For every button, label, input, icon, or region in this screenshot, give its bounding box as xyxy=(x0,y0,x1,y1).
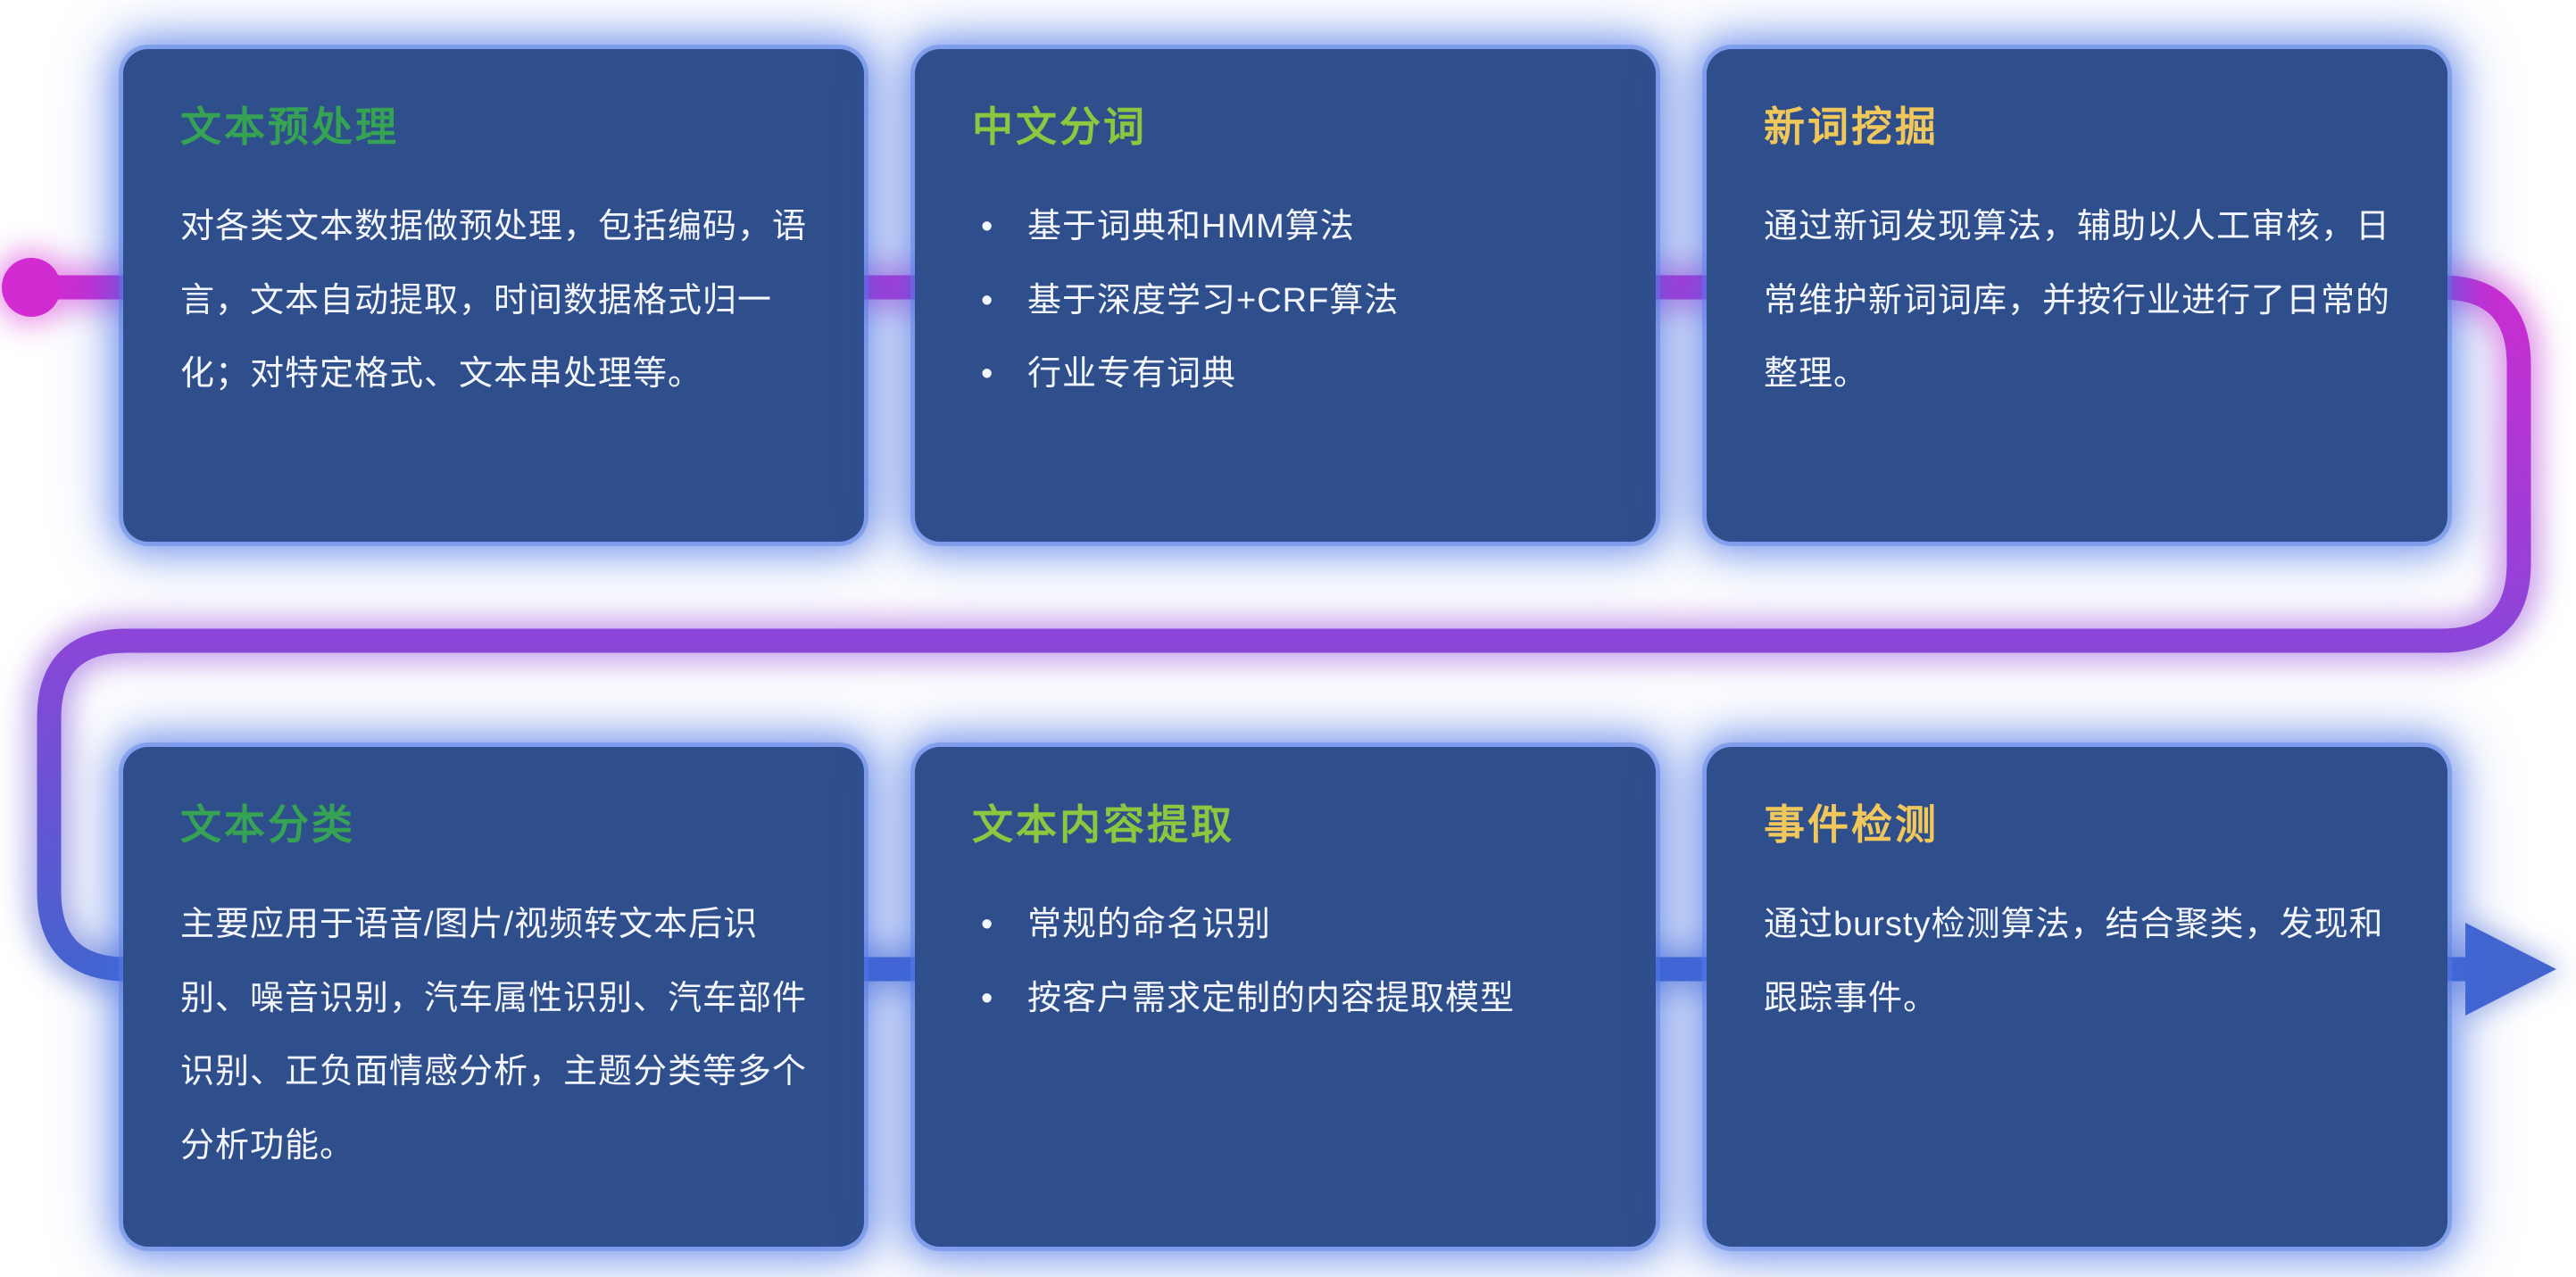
card-title: 新词挖掘 xyxy=(1764,104,1939,150)
card-new-word-mining: 新词挖掘 通过新词发现算法，辅助以人工审核，日常维护新词词库，并按行业进行了日常… xyxy=(1707,49,2447,542)
card-body: 主要应用于语音/图片/视频转文本后识别、噪音识别，汽车属性识别、汽车部件识别、正… xyxy=(180,905,808,1165)
card-title: 事件检测 xyxy=(1764,801,1939,848)
card-body: 对各类文本数据做预处理，包括编码，语言，文本自动提取，时间数据格式归一化；对特定… xyxy=(180,207,808,394)
flow-arrow-icon xyxy=(2465,923,2556,1016)
card-body: 通过新词发现算法，辅助以人工审核，日常维护新词词库，并按行业进行了日常的整理。 xyxy=(1764,207,2391,394)
card-title: 文本预处理 xyxy=(180,104,399,150)
card-title: 文本分类 xyxy=(180,801,355,848)
card-title: 文本内容提取 xyxy=(972,801,1234,848)
bullet-item: 常规的命名识别 xyxy=(972,888,1599,962)
card-title: 中文分词 xyxy=(972,104,1147,150)
card-bullet-list: 基于词典和HMM算法 基于深度学习+CRF算法 行业专有词典 xyxy=(972,190,1599,411)
bullet-item: 基于词典和HMM算法 xyxy=(972,190,1599,264)
card-text-content-extraction: 文本内容提取 常规的命名识别 按客户需求定制的内容提取模型 xyxy=(915,747,1656,1247)
card-text-preprocessing: 文本预处理 对各类文本数据做预处理，包括编码，语言，文本自动提取，时间数据格式归… xyxy=(123,49,864,542)
bullet-item: 基于深度学习+CRF算法 xyxy=(972,264,1599,338)
bullet-item: 行业专有词典 xyxy=(972,337,1599,411)
flow-path xyxy=(31,275,2531,982)
card-body: 通过bursty检测算法，结合聚类，发现和跟踪事件。 xyxy=(1764,905,2384,1017)
flow-start-dot-icon xyxy=(2,258,61,317)
card-event-detection: 事件检测 通过bursty检测算法，结合聚类，发现和跟踪事件。 xyxy=(1707,747,2447,1247)
bullet-item: 按客户需求定制的内容提取模型 xyxy=(972,962,1599,1036)
card-chinese-word-segmentation: 中文分词 基于词典和HMM算法 基于深度学习+CRF算法 行业专有词典 xyxy=(915,49,1656,542)
card-bullet-list: 常规的命名识别 按客户需求定制的内容提取模型 xyxy=(972,888,1599,1036)
card-text-classification: 文本分类 主要应用于语音/图片/视频转文本后识别、噪音识别，汽车属性识别、汽车部… xyxy=(123,747,864,1247)
